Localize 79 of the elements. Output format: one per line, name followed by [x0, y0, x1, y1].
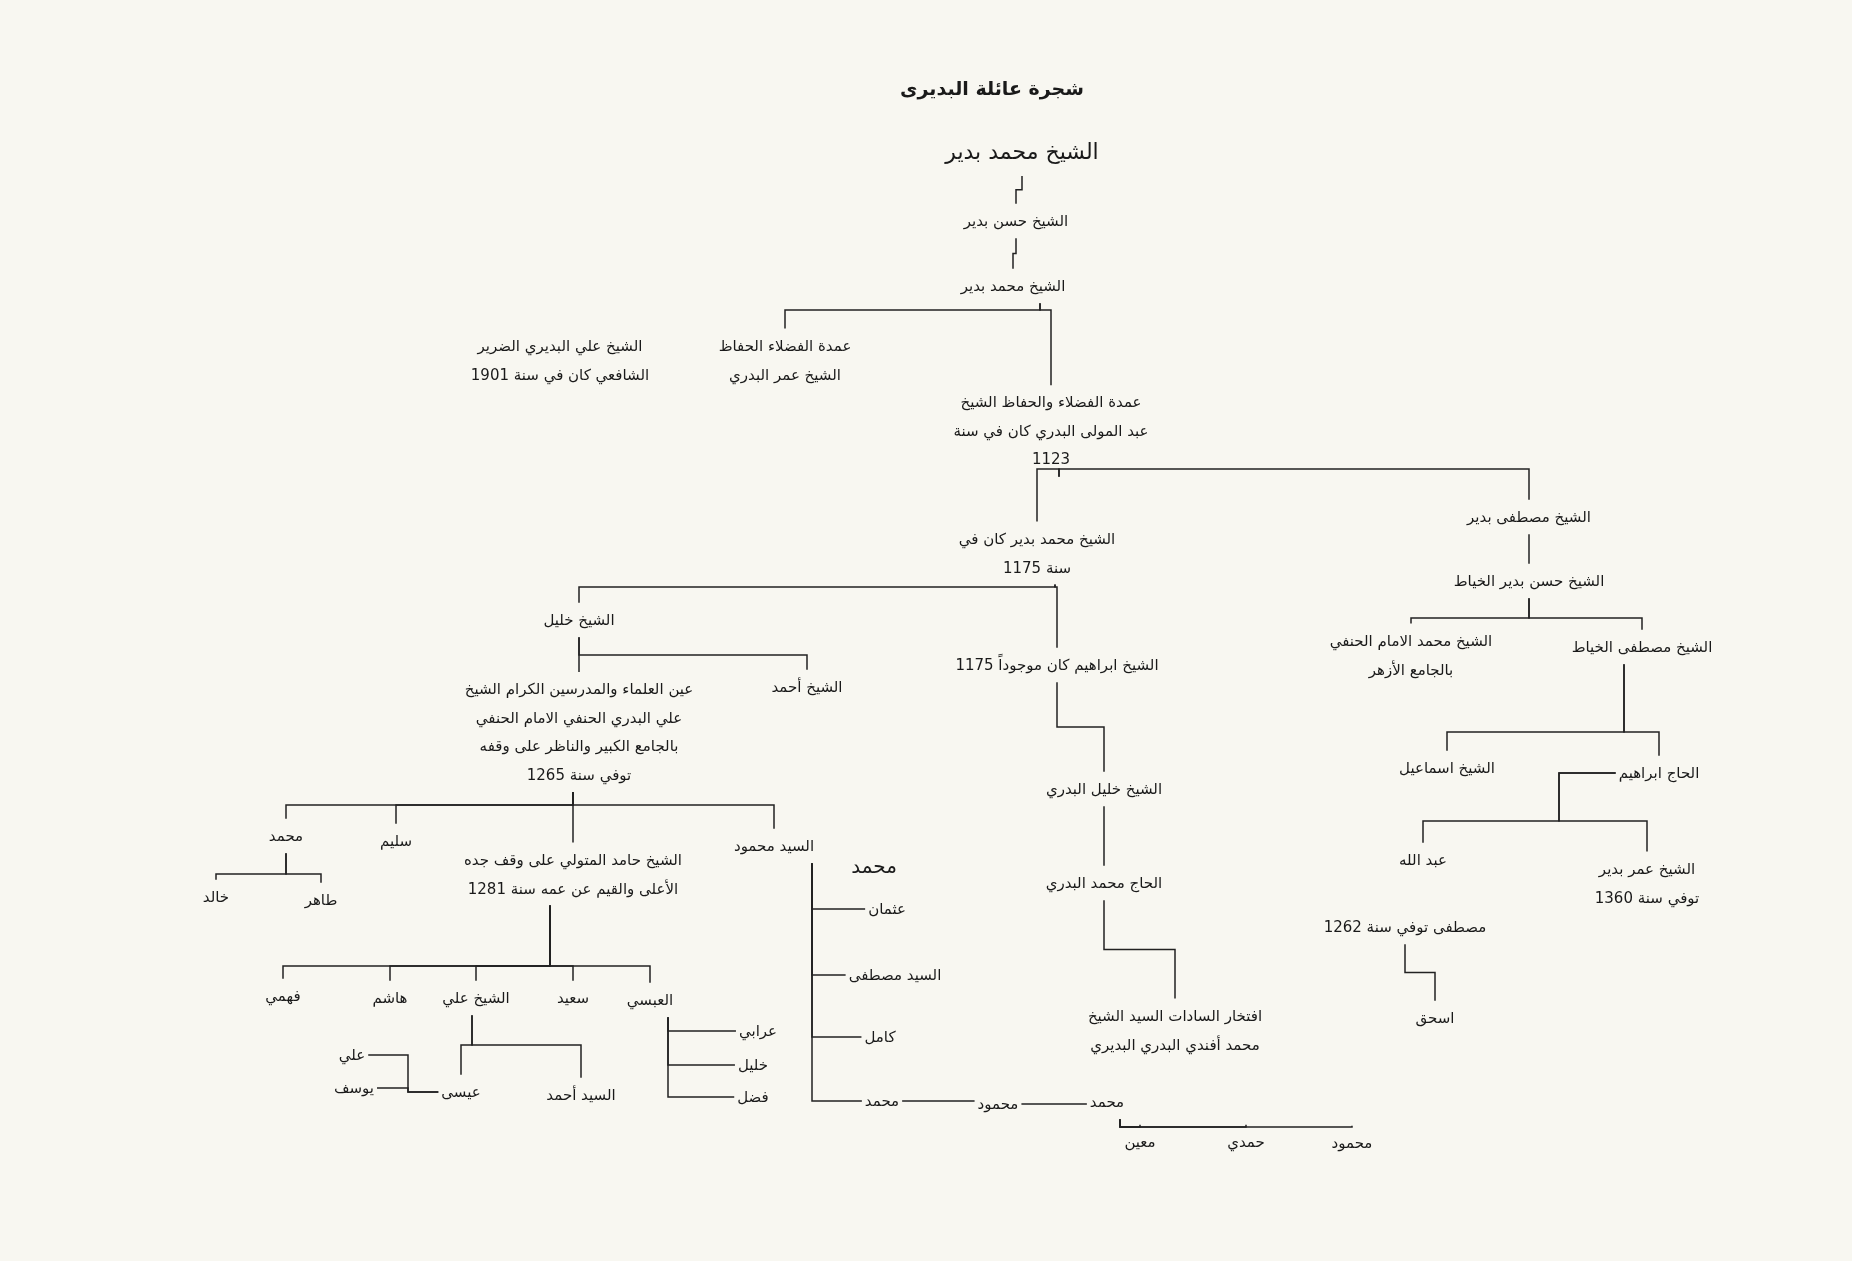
diagram-title: شجرة عائلة البديرى [900, 75, 1084, 102]
person-name: حمدي [1227, 1127, 1265, 1157]
person-name: الحاج ابراهيم [1618, 758, 1700, 788]
family-line [285, 852, 322, 884]
person-name: عثمان [868, 894, 906, 924]
person-name: سعيد [556, 983, 590, 1013]
person-name: خليل [737, 1050, 769, 1080]
family-line [1039, 302, 1052, 386]
person-name: عيسى [441, 1077, 481, 1107]
person-name: الشيخ خليل [543, 605, 615, 635]
family-line [1015, 175, 1023, 205]
family-line [1558, 772, 1648, 853]
family-line [1036, 468, 1060, 523]
family-line [1119, 1118, 1353, 1128]
person-name: خالد [202, 882, 230, 912]
person-name: معين [1124, 1127, 1156, 1157]
person-name: السيد أحمد [546, 1080, 616, 1110]
family-line [667, 1016, 735, 1098]
person-name: الشيخ علي [442, 983, 510, 1013]
note-text: الشيخ علي البديري الضرير الشافعي كان في سنة 1901 [469, 335, 651, 386]
family-line [811, 862, 863, 1102]
person-name: الشيخ حامد المتولي على وقف جده الأعلى والقيم عن عمه سنة 1281 [453, 845, 693, 903]
person-name: افتخار السادات السيد الشيخ محمد أفندي البدري البديري [1077, 1001, 1273, 1059]
person-name: اسحق [1415, 1003, 1455, 1033]
family-line [1528, 597, 1643, 631]
family-line [1058, 468, 1530, 501]
person-name: فضل [737, 1082, 769, 1112]
person-name: مصطفى توفي سنة 1262 [1323, 912, 1487, 942]
family-line [1103, 805, 1105, 867]
person-name: محمود [977, 1089, 1019, 1119]
person-name: محمد [864, 1086, 900, 1116]
person-name: كامل [864, 1022, 896, 1052]
family-line [578, 583, 1056, 604]
person-name: هاشم [372, 983, 408, 1013]
person-name: يوسف [334, 1073, 374, 1103]
person-name: عمدة الفضلاء والحفاظ الشيخ عبد المولى البدري كان في سنة 1123 [951, 388, 1151, 474]
person-name: الشيخ محمد الامام الحنفي بالجامع الأزهر [1318, 626, 1504, 684]
family-line [1404, 943, 1436, 1002]
person-name: السيد مصطفى [848, 960, 942, 990]
person-name: الشيخ محمد بدير [960, 271, 1066, 301]
person-name: الشيخ حسن بدير [963, 206, 1069, 236]
person-name: العبسي [626, 985, 674, 1015]
family-line [572, 791, 775, 830]
person-name: الشيخ اسماعيل [1399, 753, 1495, 783]
family-line [1528, 533, 1530, 565]
family-line [1103, 899, 1176, 1000]
person-name: عبد الله [1399, 845, 1447, 875]
person-name: فهمي [265, 981, 301, 1011]
person-name: عين العلماء والمدرسين الكرام الشيخ علي البدري الحنفي الامام الحنفي بالجامع الكبير والناظر على وقفه توفي سنة 1265 [461, 675, 697, 789]
person-name: طاهر [304, 885, 338, 915]
family-line [578, 636, 808, 671]
family-line [549, 904, 651, 984]
person-name: الشيخ محمد بدير [945, 131, 1099, 173]
family-line [1623, 663, 1660, 757]
family-line [1054, 583, 1058, 649]
person-name: الشيخ أحمد [771, 672, 843, 702]
person-name: محمود [1331, 1128, 1373, 1158]
person-name: الشيخ خليل البدري [1045, 774, 1163, 804]
person-name: محمد [1089, 1087, 1125, 1117]
family-line [1020, 1103, 1088, 1105]
person-name: عمدة الفضلاء الحفاظ الشيخ عمر البدري [710, 331, 860, 389]
person-name: الشيخ حسن بدير الخياط [1453, 566, 1605, 596]
person-name: الشيخ مصطفى الخياط [1571, 632, 1713, 662]
person-name: محمد [268, 821, 304, 851]
family-line [901, 1100, 976, 1102]
person-name: السيد محمود [733, 831, 815, 861]
person-name: الشيخ ابراهيم كان موجوداً 1175 [955, 650, 1159, 680]
handwritten-note: محمد [851, 853, 897, 880]
person-name: علي [338, 1040, 366, 1070]
family-line [376, 1087, 440, 1093]
person-name: الشيخ عمر بدير توفي سنة 1360 [1582, 854, 1712, 912]
person-name: الحاج محمد البدري [1045, 868, 1163, 898]
person-name: الشيخ مصطفى بدير [1467, 502, 1591, 532]
person-name: سليم [380, 826, 412, 856]
family-line [1012, 237, 1017, 270]
family-line [471, 1014, 582, 1079]
person-name: عرابي [738, 1016, 778, 1046]
family-line [1056, 681, 1105, 773]
person-name: الشيخ محمد بدير كان في سنة 1175 [949, 524, 1125, 582]
